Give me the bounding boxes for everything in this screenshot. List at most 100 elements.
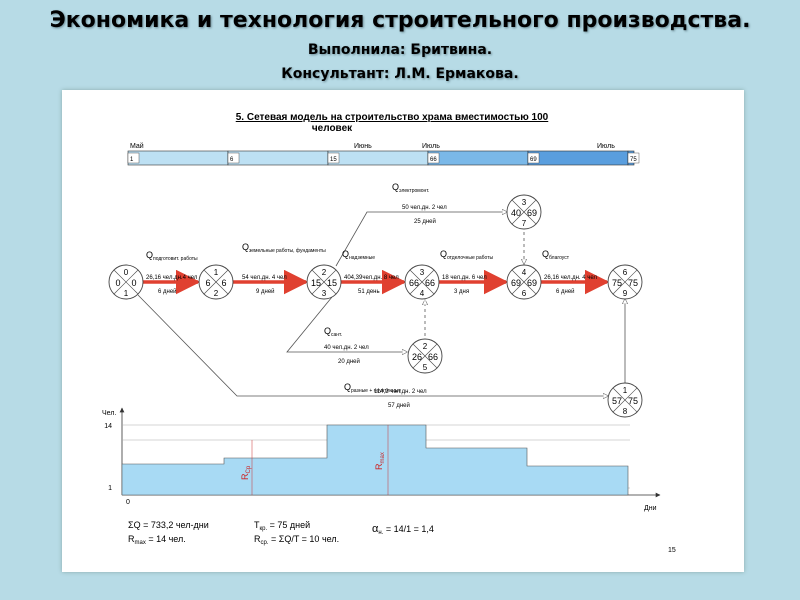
scanned-sheet: 5. Сетевая модель на строительство храма… [62,90,744,572]
work-duration: 3 дня [454,289,469,295]
y-axis-label: Чел. [102,410,116,417]
page-number: 15 [668,547,676,554]
day-marker-box [627,152,640,164]
work-label: Qподготовит. работы [146,250,198,262]
work-labels: Qподготовит. работы 26,16 чел.дн.4 чел 6 д… [146,182,598,409]
network-arrows [137,212,625,396]
node-reserve: 7 [522,219,527,228]
formula-alpha: αн. = 14/1 = 1,4 [372,523,434,536]
node-late: 75 [628,396,638,406]
node-number: 6 [623,268,628,277]
work-workload: 26,16 чел.дн. 4 чел [544,275,598,281]
node-early: 40 [511,208,521,218]
y-tick: 14 [104,423,112,430]
day-marker: 66 [430,157,437,163]
month-label: Июнь [354,143,372,150]
node-early: 66 [409,278,419,288]
work-label: Qотделочные работы [440,249,494,261]
work-workload: 54 чел.дн. 4 чел [242,275,287,281]
node-number: 3 [420,268,425,277]
author-line: Выполнила: Бритвина. [307,42,493,58]
formula-r-sr: Rср. = ΣQ/T = 10 чел. [254,534,339,546]
node-reserve: 2 [214,289,219,298]
r-avg-label: RСр [240,465,252,480]
node-reserve: 8 [623,407,628,416]
network-event-node: 226 665 [407,338,443,374]
day-marker: 75 [630,157,637,163]
network-event-node: 366 664 [404,264,440,300]
day-marker-box [127,152,140,164]
consultant-line: Консультант: Л.М. Ермакова. [281,66,519,82]
node-number: 1 [214,268,219,277]
node-early: 57 [612,396,622,406]
histogram-area [121,424,629,496]
work-duration: 57 дней [388,402,410,409]
node-late: 66 [425,278,435,288]
work-label: Qнадземные [342,249,375,261]
work-label: Qблагоуст [542,249,570,261]
node-early: 15 [311,278,321,288]
x-axis-label: Дни [644,505,657,512]
work-workload: 18 чел.дн. 6 чел [442,275,487,281]
non-critical-arrow [335,212,507,267]
node-number: 2 [322,268,327,277]
work-label: Qразные + неучтенные [344,382,401,394]
node-early: 6 [205,278,210,288]
day-marker-box [427,152,440,164]
day-marker-box [527,152,540,164]
work-duration: 25 дней [414,218,436,225]
calendar-segment [327,150,429,166]
non-critical-arrow [137,294,608,396]
day-marker-box [227,152,240,164]
node-reserve: 4 [420,289,425,298]
slide-title: Экономика и технология строительного про… [49,8,751,33]
network-event-node: 340 697 [506,194,542,230]
node-number: 0 [124,268,129,277]
work-duration: 20 дней [338,358,360,365]
node-late: 15 [327,278,337,288]
node-late: 66 [428,352,438,362]
work-workload: 114,2 чел.дн. 2 чел [374,389,427,395]
work-duration: 6 дней [158,288,177,295]
labor-histogram: Чел. Дни 14 1 0 RСр Rmax [102,407,661,512]
day-marker: 15 [330,157,337,163]
day-marker: 1 [130,157,134,163]
day-marker: 69 [530,157,537,163]
node-early: 0 [115,278,120,288]
node-late: 69 [527,208,537,218]
node-number: 1 [623,386,628,395]
formula-sum-q: ΣQ = 733,2 чел-дни [128,520,209,530]
calendar-segment [427,150,529,166]
work-workload: 404,39чел.дн. 8 чел [344,275,399,281]
node-reserve: 6 [522,289,527,298]
node-number: 2 [423,342,428,351]
work-workload: 50 чел.дн. 2 чел [402,205,447,211]
summary-formulas: ΣQ = 733,2 чел-дни Rmax = 14 чел. Tкр. =… [128,520,434,546]
r-max-label: Rmax [374,452,386,470]
work-duration: 51 день [358,289,380,295]
work-label: Qсант. [324,326,342,338]
day-marker-box [327,152,340,164]
day-marker: 6 [230,157,234,163]
work-workload: 26,16 чел.дн.4 чел [146,275,198,281]
formula-r-max: Rmax = 14 чел. [128,534,186,546]
calendar-segment [127,150,229,166]
node-late: 69 [527,278,537,288]
calendar-day-markers: 1 6 15 66 69 75 [127,152,640,164]
work-label: Qземельные работы, фундаменты [242,242,326,254]
network-event-node: 157 758 [607,382,643,418]
node-reserve: 9 [623,289,628,298]
node-number: 3 [522,198,527,207]
month-label: Июль [597,143,615,150]
y-tick: 0 [126,499,130,506]
node-early: 26 [412,352,422,362]
node-early: 75 [612,278,622,288]
node-reserve: 5 [423,363,428,372]
non-critical-arrow [286,296,407,352]
